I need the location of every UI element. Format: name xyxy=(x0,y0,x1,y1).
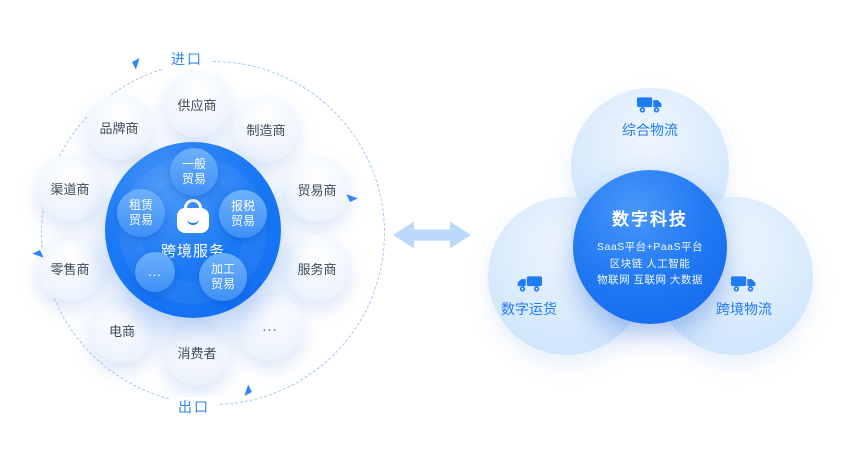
import-label: 进口 xyxy=(163,49,211,69)
truck-icon xyxy=(637,97,662,113)
satellite-label: 服务商 xyxy=(297,261,337,277)
bag-handle xyxy=(184,199,202,213)
satellite-supplier: 供应商 xyxy=(164,71,230,137)
double-arrow-icon xyxy=(393,221,471,249)
tech-title: 数字科技 xyxy=(612,209,688,229)
trade-label: 报税贸易 xyxy=(231,199,256,228)
node-digital-freight: 数字运货 xyxy=(489,274,569,319)
satellite-label: 品牌商 xyxy=(99,120,139,136)
node-label: 跨境物流 xyxy=(716,301,772,317)
satellite-label: … xyxy=(261,318,279,335)
satellite-service-provider: 服务商 xyxy=(284,235,350,301)
node-label: 数字运货 xyxy=(501,301,557,317)
digital-tech-core: 数字科技 SaaS平台+PaaS平台 区块链 人工智能 物联网 互联网 大数据 xyxy=(573,170,727,324)
satellite-retailer: 零售商 xyxy=(37,235,103,301)
node-cross-border-logistics: 跨境物流 xyxy=(704,274,784,319)
satellite-channel: 渠道商 xyxy=(37,155,103,221)
trade-ellipsis: … xyxy=(135,252,175,292)
cycle-arrow-icon xyxy=(124,54,140,70)
satellite-manufacturer: 制造商 xyxy=(233,96,299,162)
satellite-brand: 品牌商 xyxy=(86,94,152,160)
truck-icon xyxy=(731,276,756,292)
satellite-ecommerce: 电商 xyxy=(89,297,155,363)
satellite-label: 制造商 xyxy=(246,122,286,138)
trade-label: 租赁贸易 xyxy=(129,198,154,227)
trade-processing: 加工贸易 xyxy=(199,253,247,301)
trade-label: … xyxy=(147,263,163,280)
trade-general: 一般贸易 xyxy=(170,148,218,196)
satellite-label: 渠道商 xyxy=(50,181,90,197)
node-label: 综合物流 xyxy=(622,122,678,138)
bag-smile xyxy=(187,219,199,225)
tech-line: SaaS平台+PaaS平台 xyxy=(596,240,703,253)
satellite-consumer: 消费者 xyxy=(164,319,230,385)
satellite-label: 供应商 xyxy=(177,97,217,113)
trade-label: 加工贸易 xyxy=(211,262,236,291)
satellite-ellipsis: … xyxy=(237,294,303,360)
shopping-bag-icon xyxy=(175,199,211,233)
satellite-label: 零售商 xyxy=(50,261,90,277)
truck-icon xyxy=(517,276,542,292)
trade-label: 一般贸易 xyxy=(182,157,207,186)
node-integrated-logistics: 综合物流 xyxy=(610,95,690,140)
trade-tax-declaration: 报税贸易 xyxy=(219,190,267,238)
satellite-label: 贸易商 xyxy=(297,182,337,198)
satellite-label: 消费者 xyxy=(177,345,217,361)
hub-label: 跨境服务 xyxy=(160,243,225,260)
export-label: 出口 xyxy=(170,397,218,417)
tech-line: 区块链 人工智能 xyxy=(609,257,691,270)
satellite-label: 电商 xyxy=(108,323,135,339)
tech-line: 物联网 互联网 大数据 xyxy=(597,274,703,287)
satellite-trader: 贸易商 xyxy=(284,156,350,222)
trade-leasing: 租赁贸易 xyxy=(117,189,165,237)
